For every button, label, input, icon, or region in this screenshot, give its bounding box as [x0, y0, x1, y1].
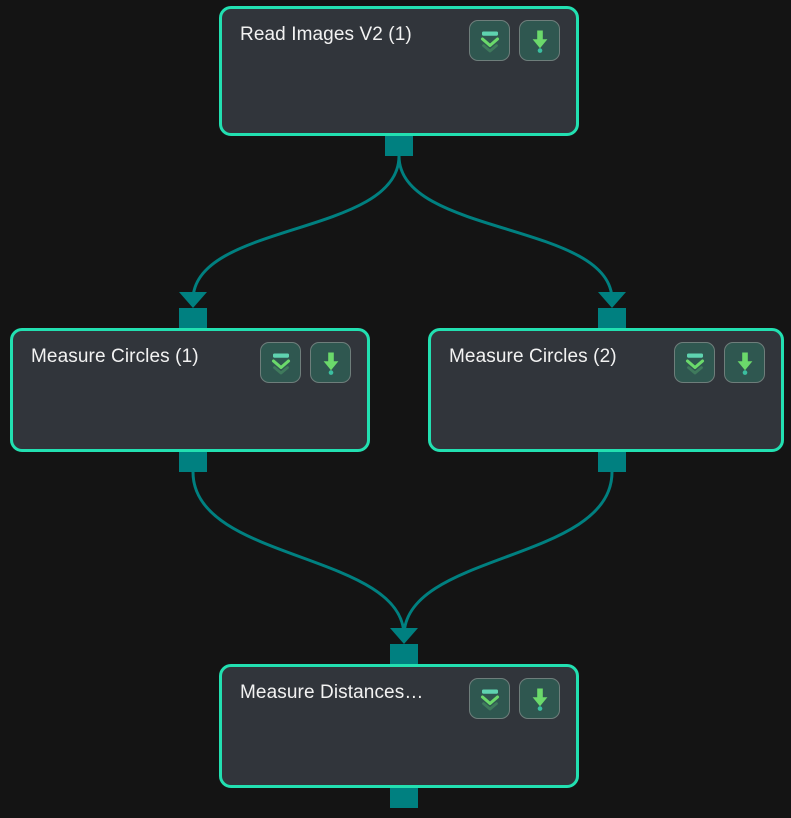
download-arrow-icon [532, 688, 547, 711]
node-title: Measure Distances… [240, 682, 424, 703]
node-button-group [674, 342, 765, 383]
download-button[interactable] [519, 678, 560, 719]
port-socket[interactable] [390, 644, 418, 664]
download-button[interactable] [724, 342, 765, 383]
collapse-button[interactable] [260, 342, 301, 383]
node-button-group [469, 20, 560, 61]
port-socket[interactable] [179, 308, 207, 328]
collapse-chevrons-icon [271, 353, 290, 374]
collapse-button[interactable] [469, 20, 510, 61]
edge-edge-circles1-to-distances[interactable] [191, 471, 406, 637]
edge-edge-read-to-circles1[interactable] [191, 155, 401, 301]
download-arrow-icon [323, 352, 338, 375]
collapse-chevrons-icon [685, 353, 704, 374]
node-read-images-v2-1[interactable]: Read Images V2 (1) [219, 6, 579, 136]
edge-edge-circles2-to-distances[interactable] [402, 471, 614, 637]
node-button-group [260, 342, 351, 383]
node-title: Read Images V2 (1) [240, 24, 412, 45]
node-measure-distances[interactable]: Measure Distances… [219, 664, 579, 788]
node-button-group [469, 678, 560, 719]
node-measure-circles-2[interactable]: Measure Circles (2) [428, 328, 784, 452]
collapse-button[interactable] [469, 678, 510, 719]
node-title: Measure Circles (2) [449, 346, 617, 367]
port-arrowhead [179, 292, 207, 308]
collapse-button[interactable] [674, 342, 715, 383]
collapse-chevrons-icon [480, 689, 499, 710]
download-button[interactable] [519, 20, 560, 61]
download-arrow-icon [532, 30, 547, 53]
node-measure-circles-1[interactable]: Measure Circles (1) [10, 328, 370, 452]
port-socket[interactable] [598, 308, 626, 328]
port-arrowhead [390, 628, 418, 644]
edge-edge-read-to-circles2[interactable] [397, 155, 614, 301]
download-arrow-icon [737, 352, 752, 375]
port-socket[interactable] [390, 788, 418, 808]
port-socket[interactable] [179, 452, 207, 472]
port-socket[interactable] [598, 452, 626, 472]
download-button[interactable] [310, 342, 351, 383]
port-socket[interactable] [385, 136, 413, 156]
node-title: Measure Circles (1) [31, 346, 199, 367]
port-arrowhead [598, 292, 626, 308]
collapse-chevrons-icon [480, 31, 499, 52]
